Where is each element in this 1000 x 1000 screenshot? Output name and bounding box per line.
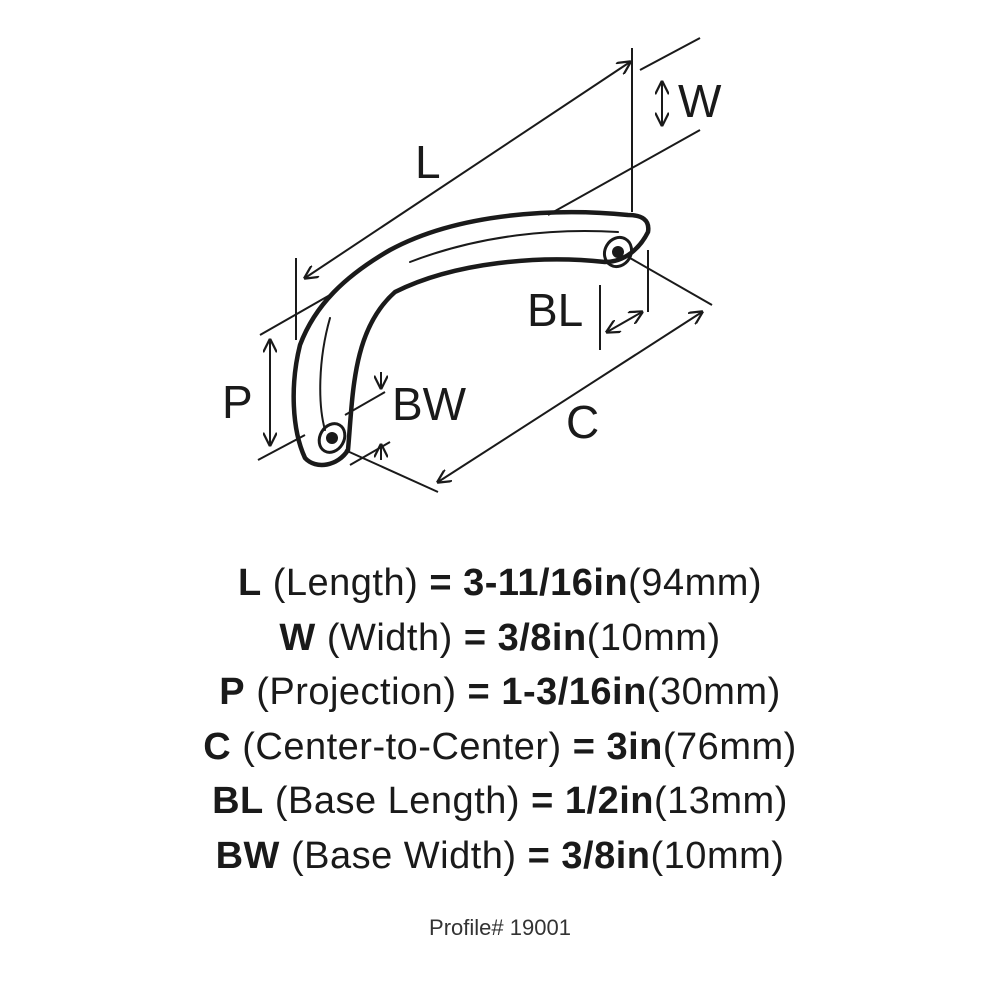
spec-row-width: W (Width) = 3/8in(10mm): [279, 616, 721, 659]
spec-row-length: L (Length) = 3-11/16in(94mm): [237, 562, 763, 604]
spec-row-center-to-center: C (Center-to-Center) = 3in(76mm): [203, 725, 797, 768]
dim-label-w: W: [678, 75, 722, 127]
spec-row-base-length: BL (Base Length) = 1/2in(13mm): [212, 780, 788, 822]
dim-label-p: P: [222, 376, 253, 428]
dim-label-l: L: [415, 136, 441, 188]
dimension-spec-list: L (Length) = 3-11/16in(94mm) W (Width) =…: [0, 556, 1000, 883]
spec-row-base-width: BW (Base Width) = 3/8in(10mm): [215, 834, 785, 877]
dimension-lines: [257, 37, 713, 493]
handle-dimension-diagram: L W P BW BL C: [222, 37, 722, 493]
dim-label-bw: BW: [392, 378, 467, 430]
profile-number: Profile# 19001: [429, 915, 571, 940]
spec-row-projection: P (Projection) = 1-3/16in(30mm): [219, 671, 781, 713]
dim-label-bl: BL: [527, 284, 583, 336]
dim-label-c: C: [566, 396, 599, 448]
